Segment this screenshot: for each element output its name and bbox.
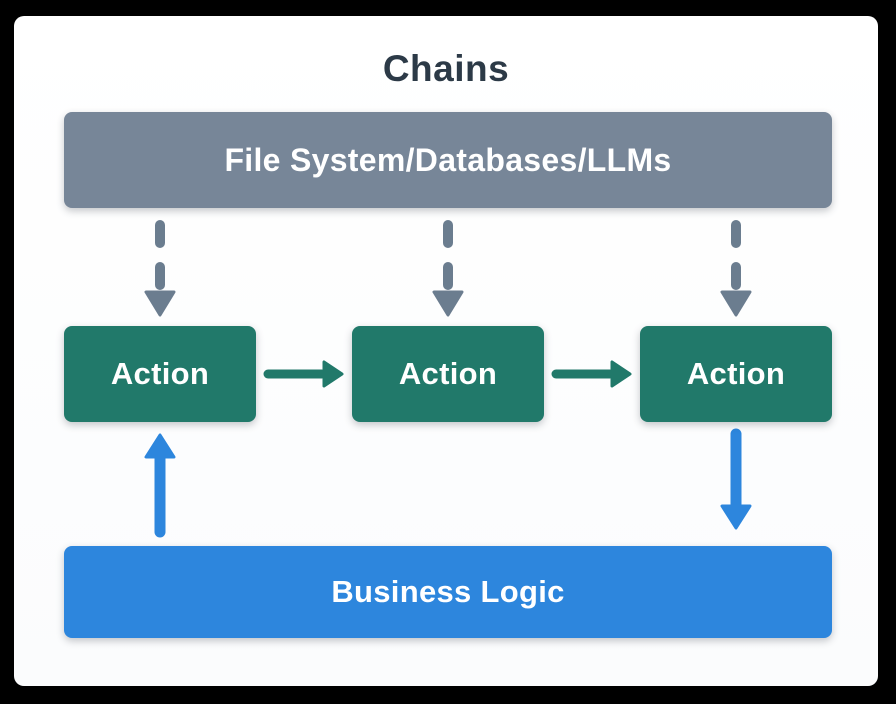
action-box-1-label: Action (110, 356, 210, 391)
business-logic-label: Business Logic (331, 574, 565, 609)
external-resources-label: File System/Databases/LLMs (224, 141, 672, 178)
action-box-2: Action (352, 326, 544, 422)
action-box-1: Action (64, 326, 256, 422)
action-box-3: Action (640, 326, 832, 422)
external-resources-box: File System/Databases/LLMs (64, 112, 832, 208)
action-box-2-label: Action (398, 356, 498, 391)
business-logic-box: Business Logic (64, 546, 832, 638)
diagram-title: Chains (382, 48, 510, 89)
action-box-3-label: Action (686, 356, 786, 391)
